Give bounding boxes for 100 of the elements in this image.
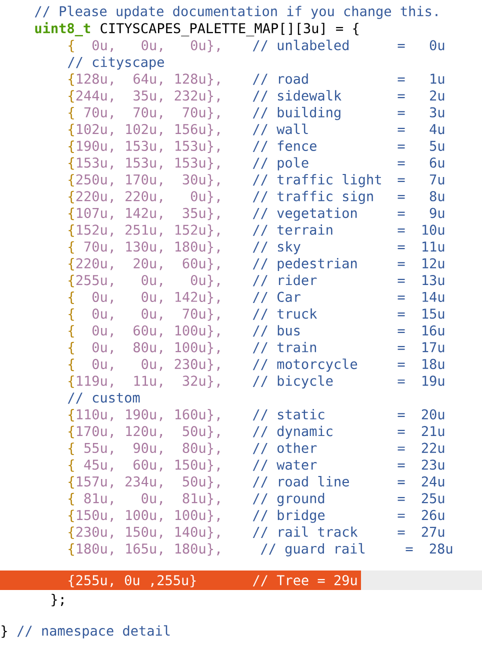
array-brace: { xyxy=(68,510,74,522)
enum-value: 3u xyxy=(430,107,444,118)
number-literal: 180u}, xyxy=(175,241,220,254)
number-literal: 60u}, xyxy=(182,258,220,270)
code-comment: // sky xyxy=(252,241,300,254)
number-literal: 20u, xyxy=(134,258,162,270)
array-brace: { xyxy=(68,292,74,304)
enum-value: 4u xyxy=(430,124,444,134)
number-literal: 70u}, xyxy=(182,106,220,120)
number-literal: 160u}, xyxy=(175,409,220,422)
equals-sign: = xyxy=(398,178,405,182)
code-comment: // vegetation xyxy=(252,208,357,221)
equals-sign: = xyxy=(398,413,405,417)
array-declaration: CITYSCAPES_PALETTE_MAP[][3u] = { xyxy=(100,22,358,36)
code-comment: // sidewalk xyxy=(252,90,342,102)
equals-sign: = xyxy=(398,480,405,484)
enum-value: 23u xyxy=(422,460,444,470)
enum-value: 19u xyxy=(422,376,444,386)
code-comment: // static xyxy=(252,409,324,421)
equals-sign: = xyxy=(398,111,405,115)
code-comment: // bus xyxy=(252,325,300,337)
code-comment: // truck xyxy=(252,308,317,320)
array-brace: { xyxy=(68,459,74,472)
number-literal: 70u, xyxy=(84,107,113,120)
number-literal: 142u, xyxy=(126,208,162,220)
equals-sign: = xyxy=(398,228,405,232)
equals-sign: = xyxy=(398,312,405,316)
equals-sign: = xyxy=(398,245,405,250)
number-literal: 11u, xyxy=(134,376,162,388)
equals-sign: = xyxy=(398,278,405,283)
equals-sign: = xyxy=(398,212,405,216)
number-literal: 32u}, xyxy=(182,375,220,388)
equals-sign: = xyxy=(398,44,405,48)
number-literal: 110u, xyxy=(76,409,113,422)
number-literal: 30u}, xyxy=(182,174,220,187)
array-brace: { xyxy=(68,140,74,153)
array-brace: { xyxy=(68,543,74,556)
code-comment: // custom xyxy=(68,392,140,404)
equals-sign: = xyxy=(398,78,405,82)
number-literal: 0u, xyxy=(92,325,113,338)
code-comment: // dynamic xyxy=(252,426,332,439)
code-comment: // bicycle xyxy=(252,375,333,388)
number-literal: 70u, xyxy=(84,241,113,254)
equals-sign: = xyxy=(406,547,413,552)
number-literal: 153u, xyxy=(126,158,162,170)
code-comment: // water xyxy=(252,460,317,471)
array-brace: { xyxy=(68,375,74,388)
number-literal: 156u}, xyxy=(175,124,220,136)
number-literal: 153u}, xyxy=(175,140,220,153)
number-literal: 180u}, xyxy=(175,543,220,556)
number-literal: 150u}, xyxy=(175,459,220,472)
equals-sign: = xyxy=(398,446,405,450)
number-literal: 107u, xyxy=(76,208,113,220)
number-literal: 120u, xyxy=(126,426,162,438)
number-literal: 220u, xyxy=(76,258,113,270)
number-literal: 55u, xyxy=(84,442,113,455)
code-comment: // pole xyxy=(252,157,308,170)
number-literal: 0u, xyxy=(92,40,113,52)
equals-sign: = xyxy=(398,94,405,98)
number-literal: 0u, xyxy=(142,292,162,304)
equals-sign: = xyxy=(398,380,405,384)
number-literal: 100u}, xyxy=(175,325,220,338)
closing-brace: }; xyxy=(52,594,64,606)
number-literal: 150u, xyxy=(76,510,113,522)
number-literal: 232u}, xyxy=(174,90,220,103)
array-brace: { xyxy=(68,325,74,338)
enum-value: 20u xyxy=(422,409,444,420)
code-comment: // Car xyxy=(252,292,300,304)
code-comment: // motorcycle xyxy=(252,358,358,372)
number-literal: 157u, xyxy=(76,476,113,488)
equals-sign: = xyxy=(398,195,405,199)
number-literal: 35u}, xyxy=(182,208,220,220)
number-literal: 150u, xyxy=(126,526,162,539)
number-literal: 80u}, xyxy=(182,442,220,456)
array-brace: { xyxy=(68,208,74,220)
code-comment: // building xyxy=(252,106,340,120)
equals-sign: = xyxy=(398,530,405,534)
number-literal: 142u}, xyxy=(175,292,220,304)
array-brace: { xyxy=(68,157,74,170)
code-comment: // terrain xyxy=(252,224,332,236)
array-brace: { xyxy=(68,442,74,456)
equals-sign: = xyxy=(398,329,405,334)
enum-value: 24u xyxy=(422,476,444,487)
equals-sign: = xyxy=(398,362,405,367)
code-comment: // traffic light xyxy=(252,174,381,188)
number-literal: {255u, 0u ,255u} xyxy=(68,574,196,588)
type-keyword: uint8_t xyxy=(35,22,90,36)
number-literal: 180u, xyxy=(76,543,113,556)
number-literal: 230u, xyxy=(76,526,113,539)
array-brace: { xyxy=(68,73,74,86)
number-literal: 0u, xyxy=(142,308,162,320)
number-literal: 165u, xyxy=(126,543,162,556)
number-literal: 100u}, xyxy=(175,342,220,354)
enum-value: 27u xyxy=(422,526,444,537)
number-literal: 244u, xyxy=(76,90,113,102)
number-literal: 128u}, xyxy=(175,73,220,86)
array-brace: { xyxy=(68,409,74,422)
number-literal: 0u, xyxy=(142,275,162,287)
enum-value: 13u xyxy=(422,275,444,286)
number-literal: 230u}, xyxy=(174,358,220,372)
